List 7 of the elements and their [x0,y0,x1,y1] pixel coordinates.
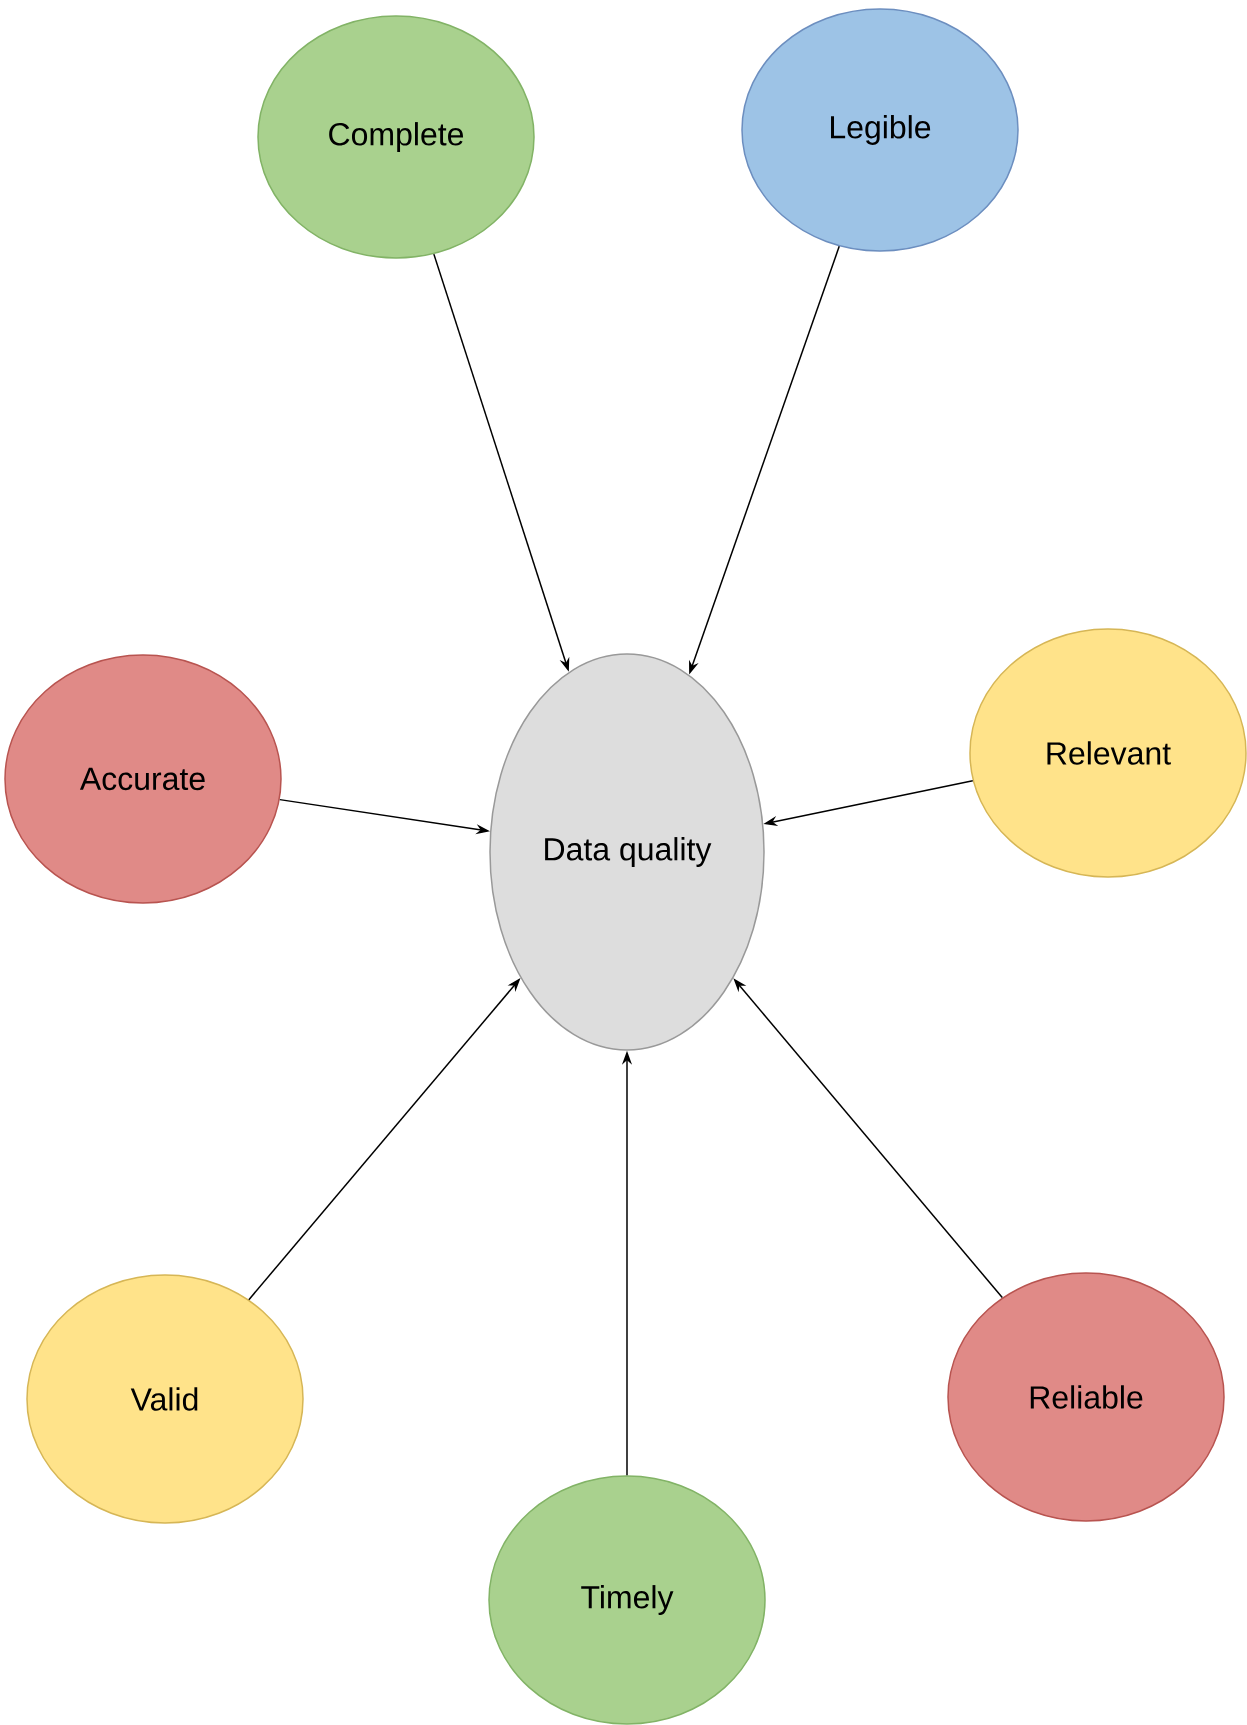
ellipse-node: Legible [741,8,1019,252]
ellipse-node: Complete [257,15,535,259]
ellipse-node: Relevant [969,628,1247,878]
ellipse-node: Accurate [4,654,282,904]
ellipse-node: Timely [488,1475,766,1725]
ellipse-node: Reliable [947,1272,1225,1522]
ellipse-node: Valid [26,1274,304,1524]
